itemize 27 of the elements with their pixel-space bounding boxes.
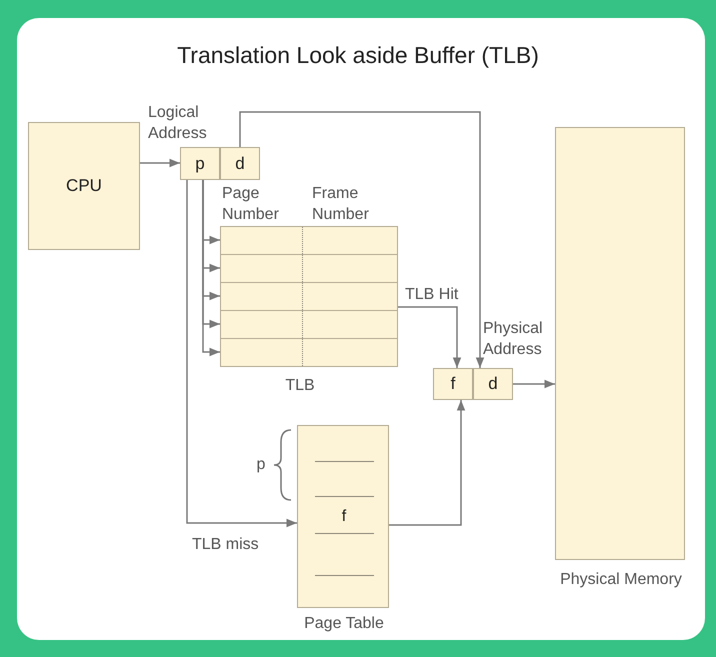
arrow — [239, 111, 484, 368]
arrow — [186, 180, 297, 528]
brace-label: p — [256, 455, 266, 475]
table-row — [220, 282, 398, 311]
address-field: d — [220, 147, 260, 180]
arrow — [513, 380, 555, 388]
address-label: Physical Address — [483, 319, 544, 360]
table-entry: f — [340, 507, 348, 527]
table-row — [220, 338, 398, 367]
table-row — [220, 226, 398, 255]
arrow — [389, 400, 466, 526]
address-field: d — [473, 368, 513, 400]
table-row — [220, 254, 398, 283]
table-caption: TLB — [284, 376, 316, 396]
memory-caption: Physical Memory — [559, 570, 683, 590]
address-field: p — [180, 147, 220, 180]
diagram-title: Translation Look aside Buffer (TLB) — [176, 42, 540, 69]
arrow — [202, 180, 220, 356]
address-field: f — [433, 368, 473, 400]
table-caption: Page Table — [303, 614, 385, 634]
table-row — [220, 310, 398, 339]
address-label: Logical Address — [148, 103, 208, 144]
arrow — [398, 306, 462, 368]
cpu-box: CPU — [28, 122, 140, 250]
column-header: Page Number — [222, 184, 280, 225]
arrow — [140, 158, 180, 168]
column-header: Frame Number — [312, 184, 370, 225]
